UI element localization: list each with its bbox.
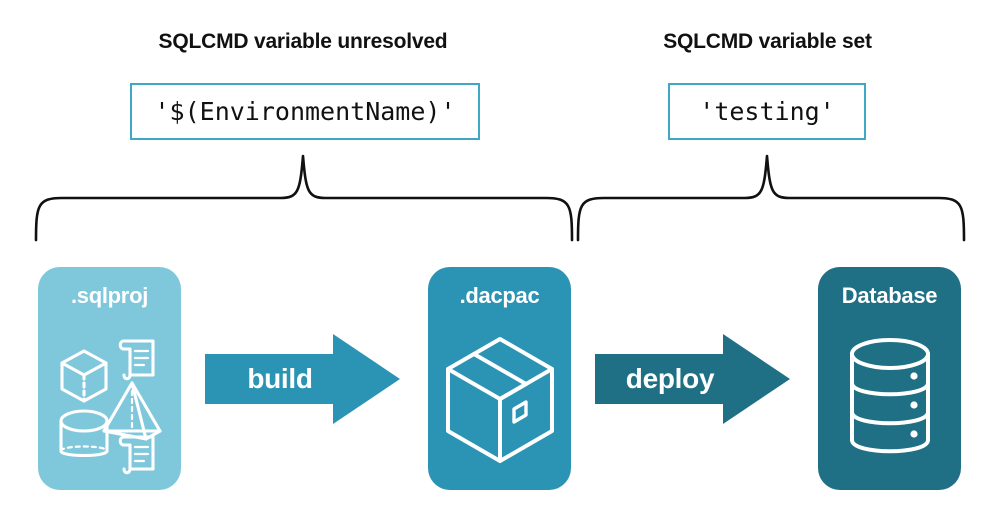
database-cylinder-icon (818, 319, 961, 484)
arrow-label-deploy: deploy (625, 363, 715, 394)
left-brace-icon (34, 154, 574, 242)
status-dot-3 (909, 429, 918, 438)
card-title-dacpac: .dacpac (459, 283, 540, 308)
cylinder-wireframe-icon (58, 408, 109, 457)
package-box-icon (428, 319, 571, 484)
arrow-shape-build (205, 334, 400, 424)
scroll-script-icon-top (118, 338, 155, 380)
arrow-shape-deploy (595, 334, 790, 424)
sqlcmd-variable-set-value: 'testing' (668, 83, 866, 140)
project-shapes-icon (38, 319, 181, 484)
arrow-build: build (205, 332, 400, 426)
pyramid-wireframe-icon (101, 380, 162, 441)
sqlcmd-variable-unresolved-value: '$(EnvironmentName)' (130, 83, 480, 140)
arrow-deploy: deploy (595, 332, 790, 426)
arrow-label-build: build (247, 363, 313, 394)
group-heading-set: SQLCMD variable set (663, 30, 872, 53)
cube-wireframe-icon (59, 348, 108, 403)
artifact-card-dacpac[interactable]: .dacpac (428, 267, 571, 490)
artifact-card-sqlproj[interactable]: .sqlproj (38, 267, 181, 490)
artifact-card-database[interactable]: Database (818, 267, 961, 490)
status-dot-2 (909, 400, 918, 409)
card-title-sqlproj: .sqlproj (70, 283, 149, 308)
scroll-script-icon-bottom (118, 434, 155, 474)
group-heading-unresolved: SQLCMD variable unresolved (158, 30, 448, 53)
status-dot-1 (909, 371, 918, 380)
card-title-database: Database (841, 283, 938, 308)
right-brace-icon (576, 154, 966, 242)
